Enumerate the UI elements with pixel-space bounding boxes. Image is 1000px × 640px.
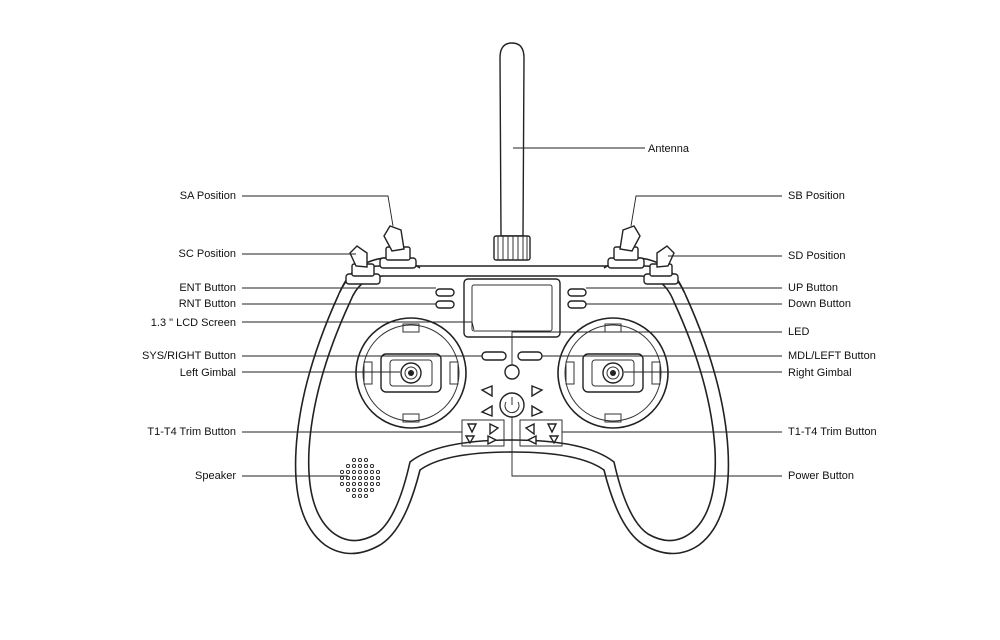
label-left-trim-button: T1-T4 Trim Button — [147, 426, 236, 438]
label-lcd-screen: 1.3 " LCD Screen — [151, 317, 236, 329]
power-button[interactable] — [499, 392, 525, 418]
label-antenna: Antenna — [648, 143, 690, 155]
antenna-icon — [493, 42, 531, 261]
speaker-hole — [357, 493, 363, 499]
speaker-hole — [369, 463, 375, 469]
label-up-button: UP Button — [788, 282, 838, 294]
down-button[interactable] — [567, 300, 587, 309]
sys-right-button[interactable] — [481, 351, 507, 361]
rnt-button[interactable] — [435, 300, 455, 309]
sc-switch-icon — [345, 245, 381, 285]
speaker-grille — [339, 457, 381, 499]
lcd-screen — [463, 278, 561, 338]
speaker-hole — [357, 469, 363, 475]
label-ent-button: ENT Button — [179, 282, 236, 294]
speaker-hole — [363, 457, 369, 463]
label-right-trim-button: T1-T4 Trim Button — [788, 426, 877, 438]
label-sb-position: SB Position — [788, 190, 845, 202]
right-gimbal[interactable] — [557, 317, 669, 429]
speaker-hole — [345, 481, 351, 487]
up-button[interactable] — [567, 288, 587, 297]
left-gimbal[interactable] — [355, 317, 467, 429]
speaker-hole — [351, 457, 357, 463]
speaker-hole — [375, 481, 381, 487]
speaker-hole — [357, 457, 363, 463]
label-speaker: Speaker — [195, 470, 236, 482]
speaker-hole — [357, 487, 363, 493]
speaker-hole — [369, 481, 375, 487]
left-trim-buttons[interactable] — [461, 384, 505, 447]
label-left-gimbal: Left Gimbal — [180, 367, 236, 379]
led-indicator — [504, 364, 520, 380]
label-sys-right-button: SYS/RIGHT Button — [142, 350, 236, 362]
speaker-hole — [351, 481, 357, 487]
speaker-hole — [339, 481, 345, 487]
speaker-hole — [369, 475, 375, 481]
speaker-hole — [363, 469, 369, 475]
right-trim-buttons[interactable] — [519, 384, 563, 447]
speaker-hole — [357, 475, 363, 481]
speaker-hole — [345, 463, 351, 469]
label-sc-position: SC Position — [179, 248, 236, 260]
speaker-hole — [363, 475, 369, 481]
sb-switch-icon — [607, 225, 645, 269]
speaker-hole — [363, 487, 369, 493]
label-down-button: Down Button — [788, 298, 851, 310]
speaker-hole — [351, 463, 357, 469]
label-sa-position: SA Position — [180, 190, 236, 202]
sa-switch-icon — [379, 225, 417, 269]
speaker-hole — [369, 469, 375, 475]
speaker-hole — [345, 487, 351, 493]
speaker-hole — [375, 469, 381, 475]
speaker-hole — [351, 493, 357, 499]
label-right-gimbal: Right Gimbal — [788, 367, 852, 379]
speaker-hole — [357, 463, 363, 469]
speaker-hole — [339, 469, 345, 475]
mdl-left-button[interactable] — [517, 351, 543, 361]
label-rnt-button: RNT Button — [179, 298, 236, 310]
speaker-hole — [351, 475, 357, 481]
speaker-hole — [351, 469, 357, 475]
sd-switch-icon — [643, 245, 679, 285]
label-mdl-left-button: MDL/LEFT Button — [788, 350, 876, 362]
label-led: LED — [788, 326, 809, 338]
label-sd-position: SD Position — [788, 250, 845, 262]
speaker-hole — [363, 463, 369, 469]
speaker-hole — [363, 481, 369, 487]
leader-lines — [242, 147, 782, 477]
speaker-hole — [345, 469, 351, 475]
speaker-hole — [363, 493, 369, 499]
speaker-hole — [375, 475, 381, 481]
speaker-hole — [357, 481, 363, 487]
speaker-hole — [369, 487, 375, 493]
speaker-hole — [339, 475, 345, 481]
speaker-hole — [345, 475, 351, 481]
speaker-hole — [351, 487, 357, 493]
ent-button[interactable] — [435, 288, 455, 297]
label-power-button: Power Button — [788, 470, 854, 482]
